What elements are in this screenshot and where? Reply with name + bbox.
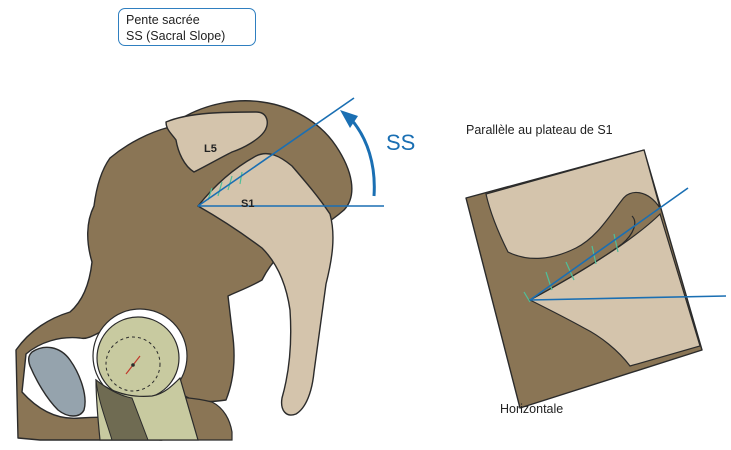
l5-label: L5 [204, 143, 217, 155]
femoral-head-center-dot [131, 363, 135, 367]
s1-label: S1 [241, 198, 254, 210]
parallel-s1-plateau-label: Parallèle au plateau de S1 [466, 123, 613, 137]
curved-arrow-icon [350, 118, 374, 196]
detail-inset [466, 150, 726, 408]
pelvis-illustration [16, 101, 352, 440]
horizontal-label: Horizontale [500, 402, 563, 416]
ss-angle-label: SS [386, 130, 415, 156]
